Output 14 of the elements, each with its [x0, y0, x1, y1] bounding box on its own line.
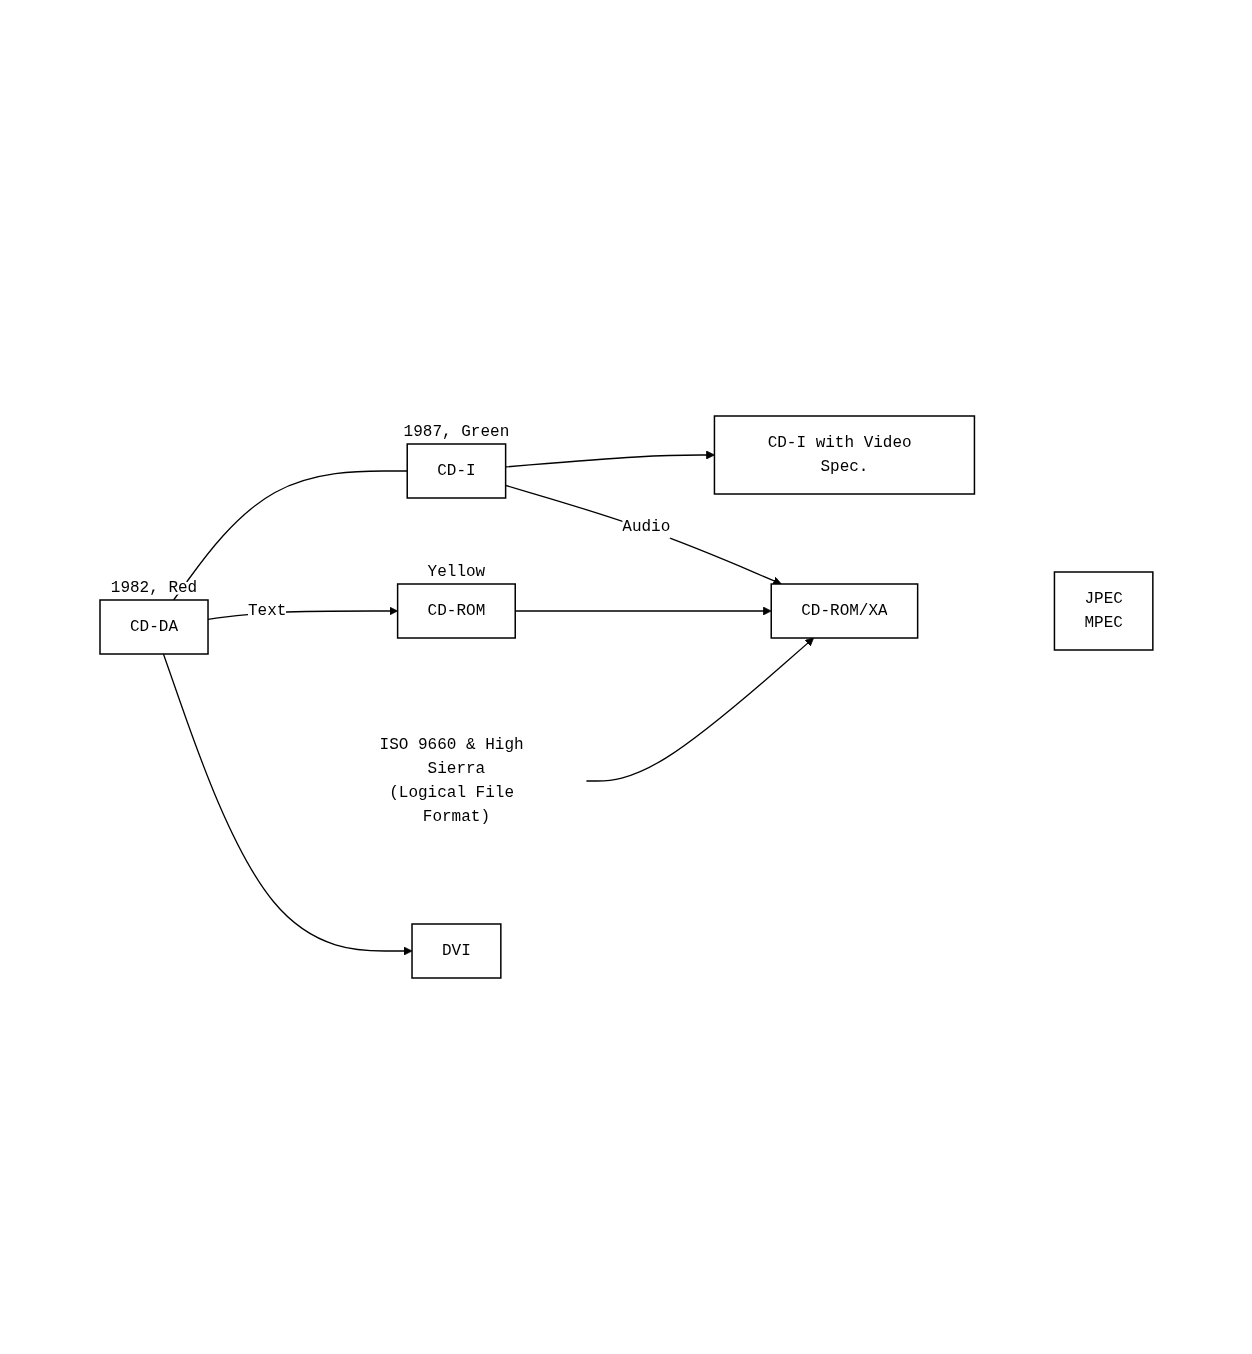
node-box: CD-ROM [396, 583, 516, 639]
node-label: Yellow [427, 563, 485, 581]
node-box: CD-I with Video Spec. [713, 415, 975, 495]
arrow [585, 637, 814, 782]
node-box: DVI [410, 923, 502, 979]
arrow [162, 653, 412, 956]
node-text: ISO 9660 & High Sierra (Logical File Format) [379, 736, 524, 826]
node-box: CD-I [406, 443, 506, 499]
node-box: CD-DA [98, 599, 209, 655]
node-label: 1987, Green [403, 423, 509, 441]
node-box: CD-ROM/XA [770, 583, 918, 639]
edge-label: Audio [621, 517, 670, 536]
node-box: JPEC MPEC [1053, 571, 1154, 651]
edge-label: Text [247, 602, 286, 620]
